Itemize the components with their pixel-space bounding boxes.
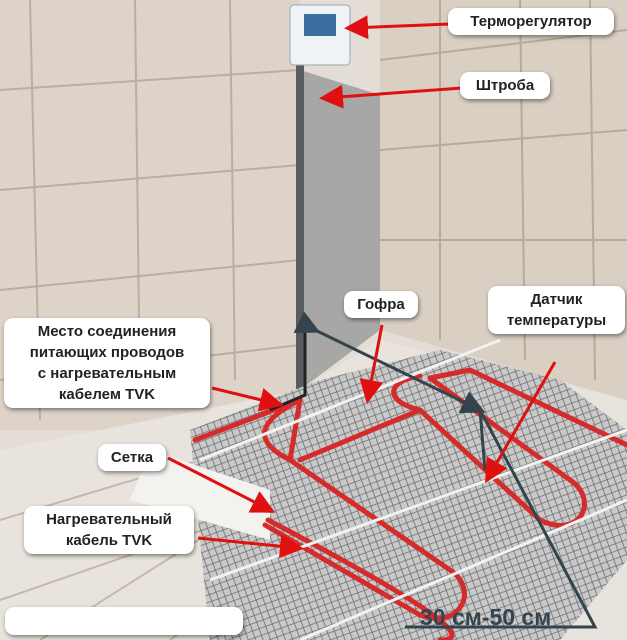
blank-label-box [5,607,243,635]
label-thermostat: Терморегулятор [448,8,614,35]
sensor-line-1: Датчик [530,291,583,308]
junction-line-3: с нагревательным [37,365,177,382]
dimension-text: 30 см-50 см [420,604,552,630]
junction-line-2: питающих проводов [29,344,185,361]
label-corrugated-tube: Гофра [344,291,418,318]
callout-arrows [167,15,557,559]
label-groove: Штроба [460,72,550,99]
dimension-lines [293,311,598,629]
wall-tiles-right [379,0,627,381]
sensor-line-2: температуры [506,312,607,329]
label-temperature-sensor: Датчик температуры [488,286,625,334]
label-junction: Место соединения питающих проводов с наг… [4,318,210,408]
cable-line-2: кабель TVK [65,532,153,549]
label-mesh: Сетка [98,444,166,471]
label-heating-cable: Нагревательный кабель TVK [24,506,194,554]
junction-line-4: кабелем TVK [58,386,156,403]
junction-line-1: Место соединения [37,323,177,340]
heating-mesh [190,350,627,640]
cable-line-1: Нагревательный [46,511,172,528]
